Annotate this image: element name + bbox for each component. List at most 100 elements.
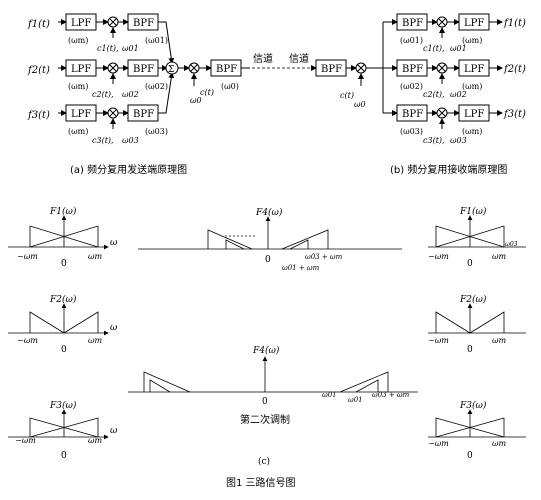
right-f2-neg: −ωm	[428, 336, 449, 345]
tx-second-carrier: c(t)	[200, 88, 214, 97]
rx-bpf-main-label: BPF	[321, 64, 342, 75]
left-f1-label: F1(ω)	[49, 206, 77, 217]
rx-bpf-label-3: BPF	[402, 109, 423, 120]
rx-lpf-label-3: LPF	[464, 109, 484, 120]
tx-lpf-omega-2: (ωm)	[68, 82, 88, 91]
right-f3-pos: ωm	[492, 439, 507, 448]
spectrum-top-f4: F4(ω) 0 ω03 + ωm ω01 + ωm	[138, 207, 402, 272]
tx-carrier-freq-2: ω02	[122, 90, 139, 99]
left-f3-omega: ω	[110, 426, 118, 436]
tx-bpf-label-1: BPF	[133, 18, 154, 29]
top-f4-label: F4(ω)	[255, 207, 283, 218]
right-f1-neg: −ωm	[428, 252, 449, 261]
rx-bpf-freq-3: (ω03)	[400, 127, 423, 136]
rx-lpf-omega-3: (ωm)	[462, 127, 482, 136]
left-f2-pos: ωm	[88, 336, 103, 345]
tx-channel-label: 信道	[253, 52, 273, 65]
left-f1-omega: ω	[110, 238, 118, 248]
mid-f4-label: F4(ω)	[252, 345, 280, 356]
left-f1-pos: ωm	[88, 252, 103, 261]
left-f3-pos: ωm	[88, 436, 103, 445]
tx-carrier-1: c1(t),	[97, 44, 119, 53]
tx-bpf-freq-1: (ω01)	[145, 36, 168, 45]
left-f3-zero: 0	[61, 451, 67, 461]
tx-carrier-3: c3(t),	[92, 136, 114, 145]
right-f1-pos: ωm	[492, 252, 507, 261]
right-f3-neg: −ωm	[428, 439, 449, 448]
tx-lpf-omega-1: (ωm)	[68, 36, 88, 45]
rx-output-3: f3(t)	[503, 109, 526, 120]
mid-zero: 0	[262, 397, 268, 407]
rx-carrier-freq: ω0	[354, 100, 366, 109]
tx-input-label-2: f2(t)	[27, 65, 50, 76]
left-f2-zero: 0	[61, 345, 67, 355]
rx-channel-label: 信道	[289, 52, 309, 65]
tx-input-label-1: f1(t)	[27, 19, 50, 30]
mid-w01: ω01	[322, 391, 337, 399]
right-f2-pos: ωm	[492, 336, 507, 345]
spectrum-right-f1: F1(ω) −ωm 0 ωm ω03	[428, 206, 526, 269]
rx-bpf-freq-1: (ω01)	[400, 36, 423, 45]
sub-c-label: (c)	[258, 456, 270, 467]
rx-lpf-label-2: LPF	[464, 64, 484, 75]
rx-carrier-3: c3(t),	[423, 136, 445, 145]
mid-annot: ω03 + ωm	[372, 391, 410, 399]
tx-lpf-omega-3: (ωm)	[68, 127, 88, 136]
tx-carrier-2: c2(t),	[92, 90, 114, 99]
mid-caption: 第二次调制	[240, 413, 290, 426]
tx-bpf-freq-3: (ω03)	[145, 127, 168, 136]
rx-bpf-label-2: BPF	[402, 64, 423, 75]
rx-carrier-freq-2: ω02	[450, 90, 467, 99]
tx-second-freq: ω0	[190, 96, 202, 105]
spectrum-left-f3: F3(ω) ω −ωm 0 ωm	[8, 400, 118, 461]
rx-output-2: f2(t)	[503, 64, 526, 75]
tx-bpf-freq-2: (ω02)	[145, 82, 168, 91]
tx-bpf-second-freq: (ω0)	[221, 82, 239, 91]
mid-w01b: ω01	[348, 396, 363, 404]
tx-summer-symbol: Σ	[168, 65, 174, 75]
tx-bpf-label-3: BPF	[133, 109, 154, 120]
right-f2-label: F2(ω)	[459, 294, 487, 305]
spectrum-left-f2: F2(ω) ω −ωm 0 ωm	[8, 294, 118, 355]
left-f2-neg: −ωm	[17, 336, 38, 345]
tx-input-label-3: f3(t)	[27, 110, 50, 121]
tx-lpf-label-2: LPF	[71, 64, 91, 75]
rx-lpf-omega-2: (ωm)	[462, 82, 482, 91]
left-f3-neg: −ωm	[15, 436, 36, 445]
top-annot-2: ω01 + ωm	[282, 264, 320, 272]
top-zero: 0	[265, 255, 271, 265]
rx-lpf-omega-1: (ωm)	[462, 36, 482, 45]
right-f3-zero: 0	[467, 451, 473, 461]
left-f1-neg: −ωm	[17, 252, 38, 261]
right-f3-label: F3(ω)	[459, 400, 487, 411]
right-f2-zero: 0	[467, 345, 473, 355]
right-w03: ω03	[505, 241, 518, 248]
spectrum-left-f1: F1(ω) ω −ωm 0 ωm	[8, 206, 118, 269]
rx-bpf-freq-2: (ω02)	[400, 82, 423, 91]
tx-lpf-label-3: LPF	[71, 109, 91, 120]
rx-bpf-label-1: BPF	[402, 18, 423, 29]
rx-lpf-label-1: LPF	[464, 18, 484, 29]
spectrum-right-f2: F2(ω) −ωm 0 ωm	[428, 294, 526, 355]
rx-caption: (b) 频分复用接收端原理图	[390, 163, 507, 176]
rx-carrier-freq-1: ω01	[450, 44, 467, 53]
tx-carrier-freq-3: ω03	[122, 136, 139, 145]
left-f1-zero: 0	[61, 259, 67, 269]
rx-output-1: f1(t)	[503, 18, 526, 29]
rx-carrier-2: c2(t),	[423, 90, 445, 99]
tx-bpf-label-2: BPF	[133, 64, 154, 75]
left-f3-label: F3(ω)	[49, 400, 77, 411]
tx-bpf-second-label: BPF	[216, 64, 237, 75]
rx-carrier-1: c1(t),	[423, 44, 445, 53]
right-f1-zero: 0	[467, 259, 473, 269]
figure-caption: 图1 三路信号图	[226, 476, 296, 489]
tx-lpf-label-1: LPF	[71, 18, 91, 29]
left-f2-omega: ω	[110, 323, 118, 333]
spectrum-mid-f4: F4(ω) 0 ω01 ω01 ω03 + ωm 第二次调制	[128, 345, 418, 426]
rx-carrier-freq-3: ω03	[450, 136, 467, 145]
right-f1-label: F1(ω)	[459, 206, 487, 217]
tx-carrier-freq-1: ω01	[122, 44, 139, 53]
top-annot-1: ω03 + ωm	[305, 253, 343, 261]
left-f2-label: F2(ω)	[49, 294, 77, 305]
spectrum-right-f3: F3(ω) −ωm 0 ωm	[428, 400, 526, 461]
